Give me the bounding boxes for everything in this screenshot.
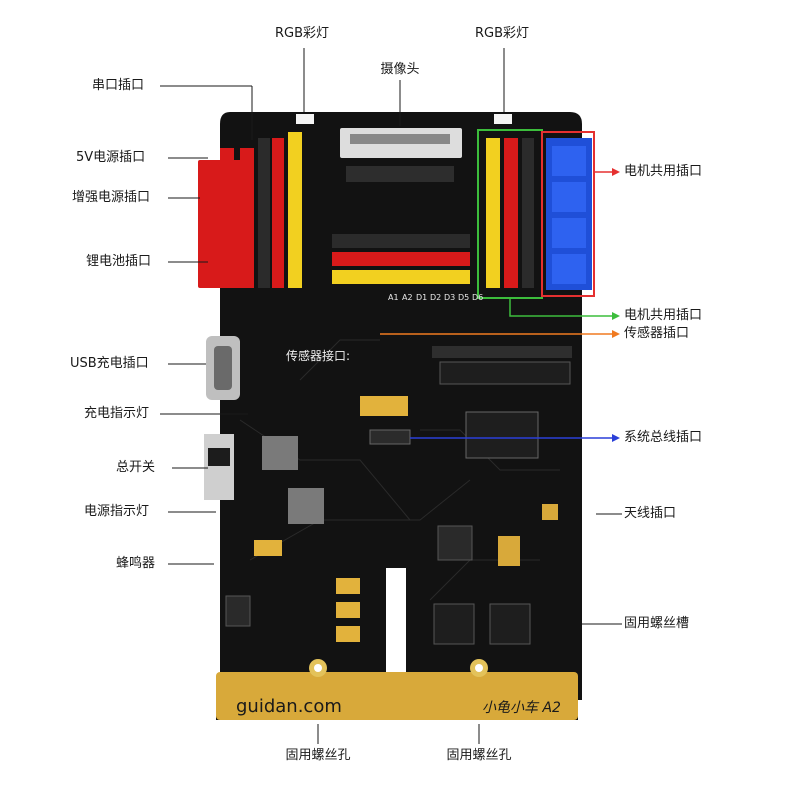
main-switch [204,434,234,500]
label-rgb-led-right: RGB彩灯 [474,26,530,41]
label-antenna-port: 天线插口 [624,506,677,521]
label-charge-indicator: 充电指示灯 [84,406,150,421]
model-text: 小龟小车 A2 [482,700,561,716]
label-screw-slot: 固用螺丝槽 [624,616,690,631]
silkscreen-row-label: D2 [430,293,441,302]
label-sensor-port: 传感器插口 [624,326,690,341]
label-screw-hole-left: 固用螺丝孔 [285,748,351,763]
inductor-2 [288,488,324,524]
gold-capacitor-stack [336,578,360,642]
label-serial-port: 串口插口 [92,78,145,93]
label-bus-port: 系统总线插口 [624,430,703,445]
rgb-led-left [296,114,314,124]
silkscreen-row-label: D1 [416,293,427,302]
audio-jack [225,595,251,627]
silkscreen-row-label: D6 [472,293,483,302]
capacitor-yellow [360,396,408,416]
crystal [498,536,520,566]
label-power-indicator: 电源指示灯 [84,504,150,519]
ic-row-1 [432,346,572,358]
screw-slot [386,568,406,672]
gold-bottom-strip [216,672,578,720]
buzzer-cap [254,540,282,556]
inductor-1 [262,436,298,470]
label-main-switch: 总开关 [116,460,156,475]
label-usb-charging: USB充电插口 [70,356,149,371]
callout-lines [160,48,622,744]
label-buzzer: 蜂鸣器 [116,556,156,571]
mcu-chip [437,525,473,561]
label-lithium-battery: 锂电池插口 [86,254,152,269]
silkscreen-row-label: D3 [444,293,455,302]
motor-port-highlight-red [541,131,595,297]
silkscreen-row-label: A1 [388,293,399,302]
bus-ic [465,411,539,459]
system-bus-header [369,429,411,445]
label-motor-port-1: 电机共用插口 [624,164,703,179]
label-motor-port-2: 电机共用插口 [624,308,703,323]
label-rgb-led-left: RGB彩灯 [274,26,330,41]
silkscreen-row-label: D5 [458,293,469,302]
arrow-motor-2 [509,298,612,317]
chip-lower-right [489,603,531,645]
silkscreen-row-label: A2 [402,293,413,302]
label-boost-power: 增强电源插口 [72,190,151,205]
motor-connectors [541,131,595,297]
chip-lower-left [433,603,475,645]
left-header-pins [198,132,302,288]
silkscreen-sensor-label: 传感器接口: [286,348,350,363]
camera-connector [340,128,462,182]
brand-text: guidan.com [236,696,342,717]
rgb-led-right [494,114,512,124]
center-header-pins [332,234,470,284]
label-power-5v: 5V电源插口 [76,150,146,165]
label-screw-hole-right: 固用螺丝孔 [446,748,512,763]
right-header-pins [477,129,543,299]
label-camera: 摄像头 [380,62,420,77]
antenna-pad [542,504,558,520]
